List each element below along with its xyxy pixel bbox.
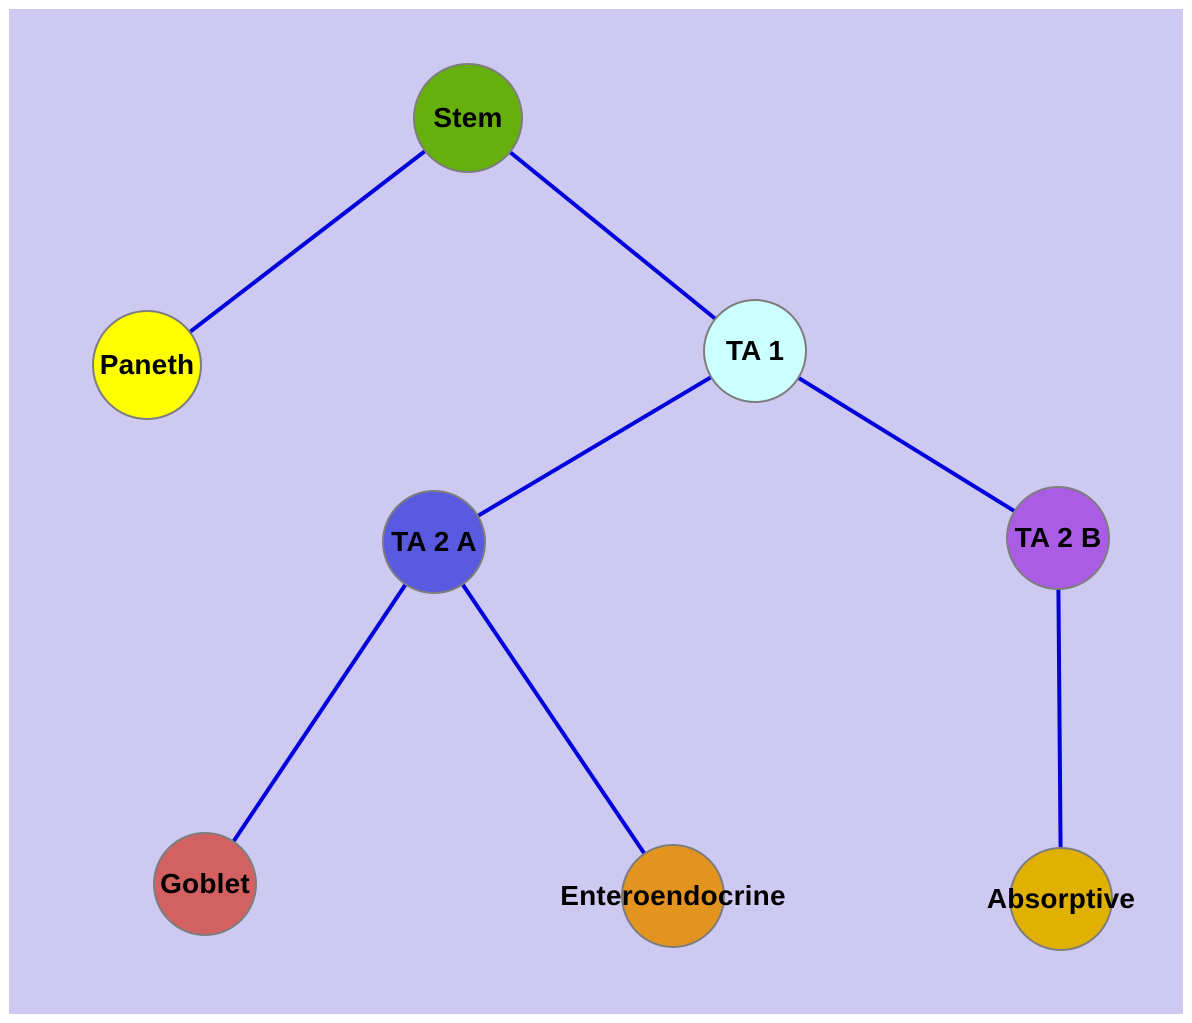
edge-ta-2-b-to-absorptive [1056, 537, 1063, 900]
node-absorptive[interactable] [1009, 847, 1113, 951]
node-paneth[interactable] [92, 310, 202, 420]
edge-stem-to-ta-1 [466, 116, 757, 353]
edge-ta-1-to-ta-2-a [432, 349, 757, 544]
edge-ta-2-a-to-enteroendocrine [432, 540, 675, 898]
edge-ta-2-a-to-goblet [203, 540, 436, 886]
node-stem[interactable] [413, 63, 523, 173]
node-enteroendocrine[interactable] [621, 844, 725, 948]
edge-ta-1-to-ta-2-b [753, 349, 1060, 540]
node-ta-2-b[interactable] [1006, 486, 1110, 590]
node-ta-1[interactable] [703, 299, 807, 403]
node-ta-2-a[interactable] [382, 490, 486, 594]
edge-stem-to-paneth [145, 116, 470, 367]
node-goblet[interactable] [153, 832, 257, 936]
